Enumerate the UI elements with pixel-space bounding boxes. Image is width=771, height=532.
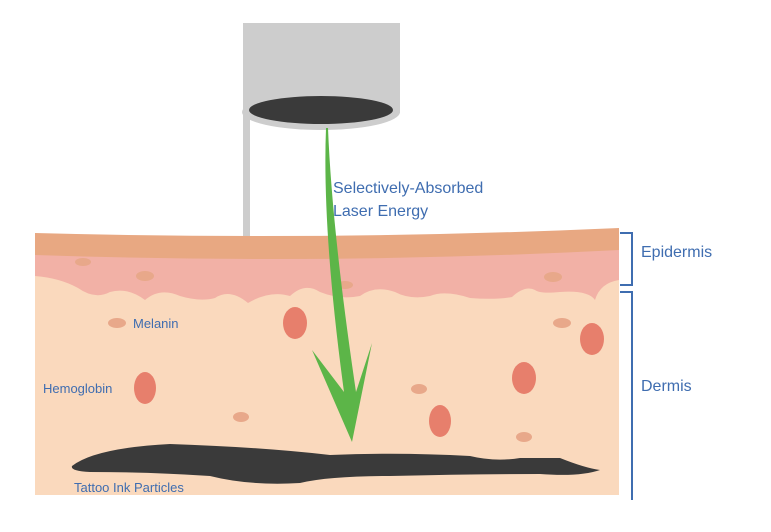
epidermis-label: Epidermis <box>641 244 712 261</box>
tattoo-ink-label: Tattoo Ink Particles <box>74 480 184 495</box>
hemoglobin-particles <box>134 307 604 437</box>
melanin-particles <box>75 258 571 442</box>
laser-label-line1: Selectively-Absorbed <box>333 180 483 197</box>
tattoo-ink-particles <box>71 444 601 484</box>
dermis-label: Dermis <box>641 378 692 395</box>
laser-device <box>242 23 400 240</box>
epidermis-top-layer <box>35 228 619 259</box>
dermis-bracket <box>620 291 633 500</box>
hemoglobin-label: Hemoglobin <box>43 381 112 396</box>
laser-label-line2: Laser Energy <box>333 203 428 220</box>
epidermis-bracket <box>620 232 633 286</box>
laser-beam-arrow <box>312 128 372 442</box>
melanin-label: Melanin <box>133 316 179 331</box>
laser-aperture <box>249 96 393 124</box>
